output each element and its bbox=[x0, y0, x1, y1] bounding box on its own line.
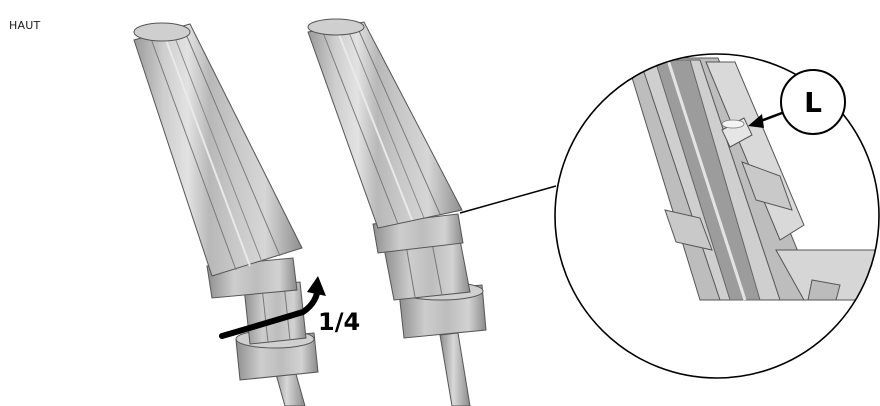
rotation-label: 1/4 bbox=[318, 308, 360, 336]
callout-label: L bbox=[804, 86, 822, 119]
left-cylinder bbox=[133, 22, 319, 406]
rotation-arrow bbox=[219, 276, 326, 339]
detail-zoom-circle bbox=[554, 53, 880, 379]
callout bbox=[748, 69, 846, 135]
callout-bubble bbox=[780, 69, 846, 135]
orientation-label: HAUT bbox=[9, 19, 41, 32]
right-cylinder bbox=[307, 18, 487, 406]
right-rod bbox=[439, 332, 471, 406]
detail-leader-line bbox=[459, 185, 557, 214]
detail-zoom-content bbox=[625, 57, 879, 301]
